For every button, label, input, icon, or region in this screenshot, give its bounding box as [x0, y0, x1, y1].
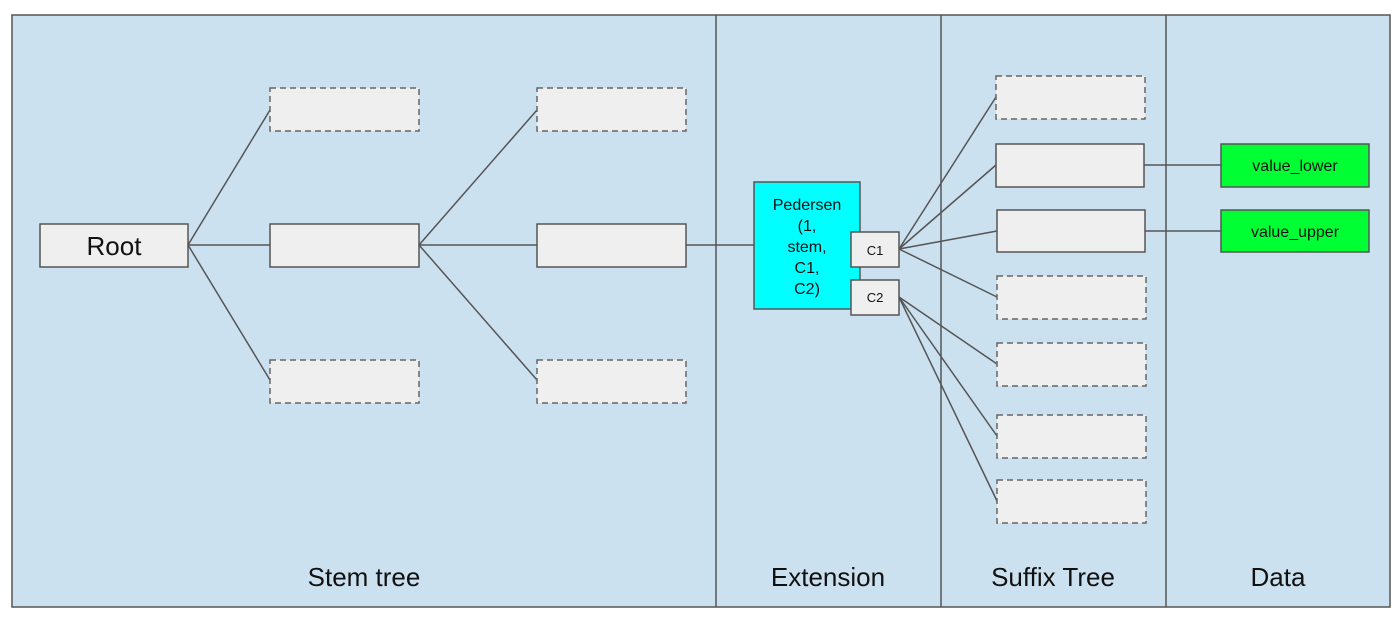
- section-labels: Stem tree Extension Suffix Tree Data: [308, 562, 1306, 592]
- edge-c2-s6: [898, 296, 998, 437]
- edge-root-top: [187, 109, 271, 246]
- edge-l2-bottom: [418, 244, 538, 381]
- value-lower-label: value_lower: [1252, 158, 1338, 175]
- diagram-panel: [11, 14, 1391, 608]
- edge-c1-s4: [898, 248, 998, 298]
- pedersen-line-2: (1,: [798, 218, 817, 235]
- suffix-node-4-empty: [996, 275, 1147, 320]
- edge-c2-s7: [898, 296, 998, 502]
- suffix-node-3: [996, 209, 1146, 253]
- stem-node-l2-bottom-empty: [536, 359, 687, 404]
- stem-node-l1-bottom-empty: [269, 359, 420, 404]
- pedersen-line-5: C2): [794, 281, 820, 298]
- pedersen-line-4: C1,: [795, 260, 820, 277]
- root-label: Root: [87, 231, 143, 261]
- pedersen-line-1: Pedersen: [773, 197, 842, 214]
- suffix-node-5-empty: [996, 342, 1147, 387]
- root-node: [39, 223, 189, 268]
- section-label-suffix-tree: Suffix Tree: [991, 562, 1115, 592]
- stem-node-l2-top-empty: [536, 87, 687, 132]
- edge-c2-s5: [898, 296, 998, 365]
- edge-root-bottom: [187, 244, 271, 381]
- stem-tree-nodes: Root: [39, 87, 687, 404]
- edge-c1-s1: [898, 96, 997, 250]
- suffix-tree-nodes: [995, 75, 1147, 524]
- suffix-node-2: [995, 143, 1145, 188]
- data-values: value_lower value_upper: [1220, 143, 1370, 253]
- suffix-node-6-empty: [996, 414, 1147, 459]
- edge-l2-top: [418, 109, 538, 246]
- stem-node-l2-mid: [536, 223, 687, 268]
- edge-c1-s2: [898, 164, 997, 250]
- stem-node-l1-top-empty: [269, 87, 420, 132]
- pedersen-line-3: stem,: [787, 239, 826, 256]
- edges: [187, 96, 1221, 502]
- value-upper-label: value_upper: [1251, 224, 1340, 241]
- c1-commitment-node: [850, 231, 900, 268]
- pedersen-node: [753, 181, 861, 310]
- suffix-node-7-empty: [996, 479, 1147, 524]
- section-label-extension: Extension: [771, 562, 885, 592]
- c1-label: C1: [867, 243, 884, 258]
- extension-node: Pedersen (1, stem, C1, C2) C1 C2: [753, 181, 900, 316]
- edge-c1-s3: [898, 230, 998, 250]
- value-lower-node: [1220, 143, 1370, 188]
- suffix-node-1-empty: [995, 75, 1146, 120]
- c2-commitment-node: [850, 279, 900, 316]
- c2-label: C2: [867, 290, 884, 305]
- value-upper-node: [1220, 209, 1370, 253]
- section-label-data: Data: [1251, 562, 1306, 592]
- section-label-stem-tree: Stem tree: [308, 562, 421, 592]
- stem-node-l1-mid: [269, 223, 420, 268]
